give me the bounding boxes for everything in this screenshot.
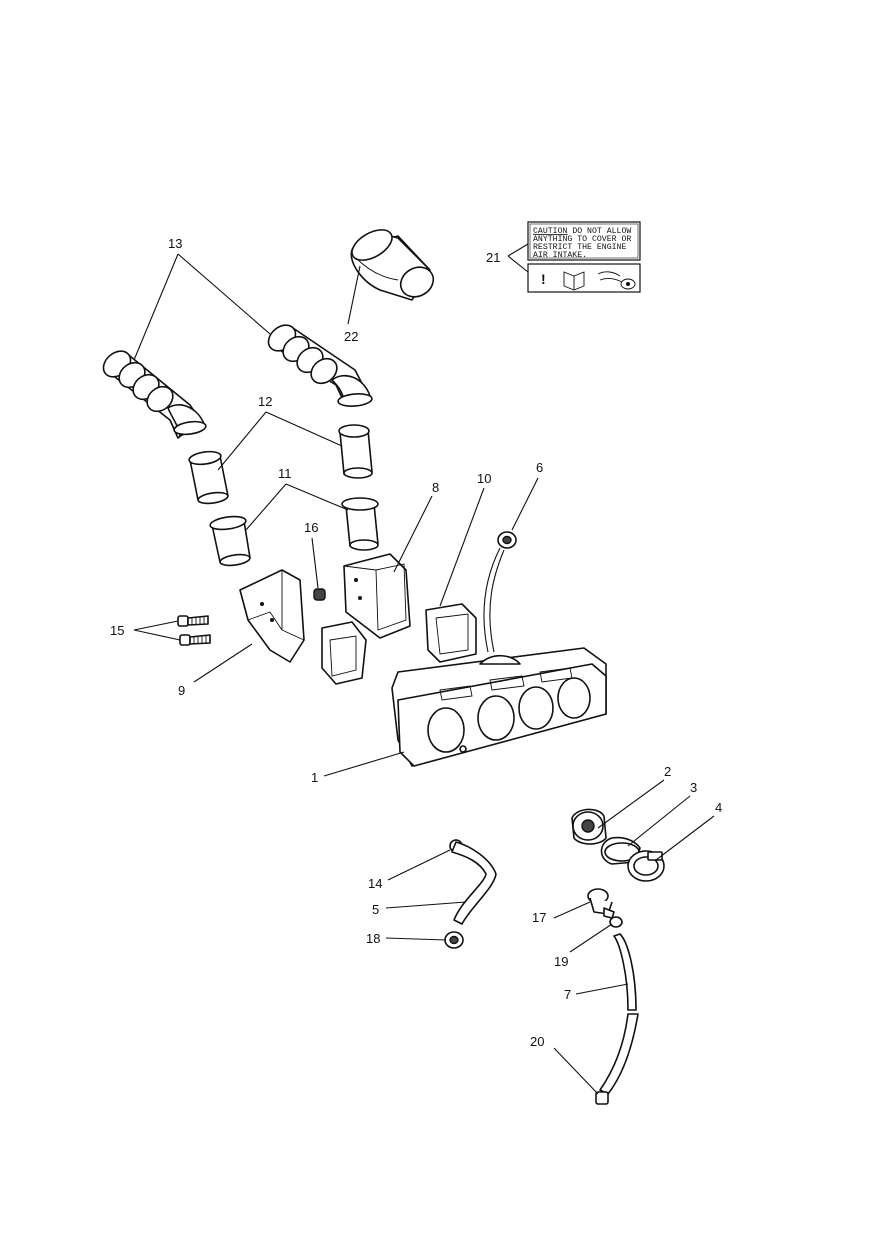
decal-caution-word: CAUTION: [533, 227, 567, 236]
callout-20: 20: [530, 1034, 544, 1049]
decal-line-1: CAUTION DO NOT ALLOW: [533, 227, 631, 236]
part-5-breather-hose: [451, 841, 497, 925]
part-16-bush: [313, 588, 326, 601]
part-11-sleeve-left: [209, 515, 251, 567]
callout-21: 21: [486, 250, 500, 265]
callout-16: 16: [304, 520, 318, 535]
part-7-drain-hose: [599, 933, 639, 1095]
part-19-clip: [609, 916, 623, 928]
part-21-caution-decal: CAUTION DO NOT ALLOW ANYTHING TO COVER O…: [527, 221, 641, 293]
callout-7: 7: [564, 987, 571, 1002]
callout-8: 8: [432, 480, 439, 495]
part-4-hose-clamp: [627, 850, 665, 882]
callout-22: 22: [344, 329, 358, 344]
leader-lines: [133, 243, 715, 1095]
part-9-duct-bracket: [239, 569, 367, 685]
part-11-sleeve-right: [341, 497, 379, 551]
spray-icon: [597, 271, 636, 290]
callout-15: 15: [110, 623, 124, 638]
part-15-bolts: [177, 615, 211, 646]
callout-18: 18: [366, 931, 380, 946]
decal-line-3: RESTRICT THE ENGINE: [533, 243, 626, 252]
part-22-intake-tube: [350, 229, 435, 301]
decal-line-2: ANYTHING TO COVER OR: [533, 235, 631, 244]
part-13-hose-right: [267, 324, 373, 407]
callout-6: 6: [536, 460, 543, 475]
callout-10: 10: [477, 471, 491, 486]
part-10-duct: [425, 603, 477, 663]
callout-11: 11: [278, 466, 292, 481]
callout-5: 5: [372, 902, 379, 917]
part-20-cap: [595, 1091, 609, 1105]
callout-12: 12: [258, 394, 272, 409]
part-18-clip: [444, 931, 464, 949]
part-17-drain-elbow: [587, 888, 615, 919]
part-8-duct: [343, 553, 411, 639]
part-2-rubber-sleeve: [571, 808, 607, 845]
callout-14: 14: [368, 876, 382, 891]
part-12-sleeve-right: [338, 424, 373, 479]
callout-numbers: 13 22 21 12 11 16 8 10 6 15 9 1 2 3 4 14…: [110, 236, 722, 1049]
callout-3: 3: [690, 780, 697, 795]
warning-icon: !: [541, 271, 546, 287]
callout-4: 4: [715, 800, 722, 815]
part-6-grommet: [483, 531, 517, 653]
callout-17: 17: [532, 910, 546, 925]
callout-19: 19: [554, 954, 568, 969]
decal-line-4: AIR INTAKE.: [533, 251, 587, 260]
part-1-air-box: [391, 647, 607, 767]
callout-1: 1: [311, 770, 318, 785]
part-12-sleeve-left: [188, 450, 229, 505]
callout-9: 9: [178, 683, 185, 698]
callout-2: 2: [664, 764, 671, 779]
decal-line-1-text: DO NOT ALLOW: [567, 227, 631, 236]
manual-book-icon: [563, 271, 585, 291]
callout-13: 13: [168, 236, 182, 251]
part-13-hose-left: [102, 350, 207, 439]
